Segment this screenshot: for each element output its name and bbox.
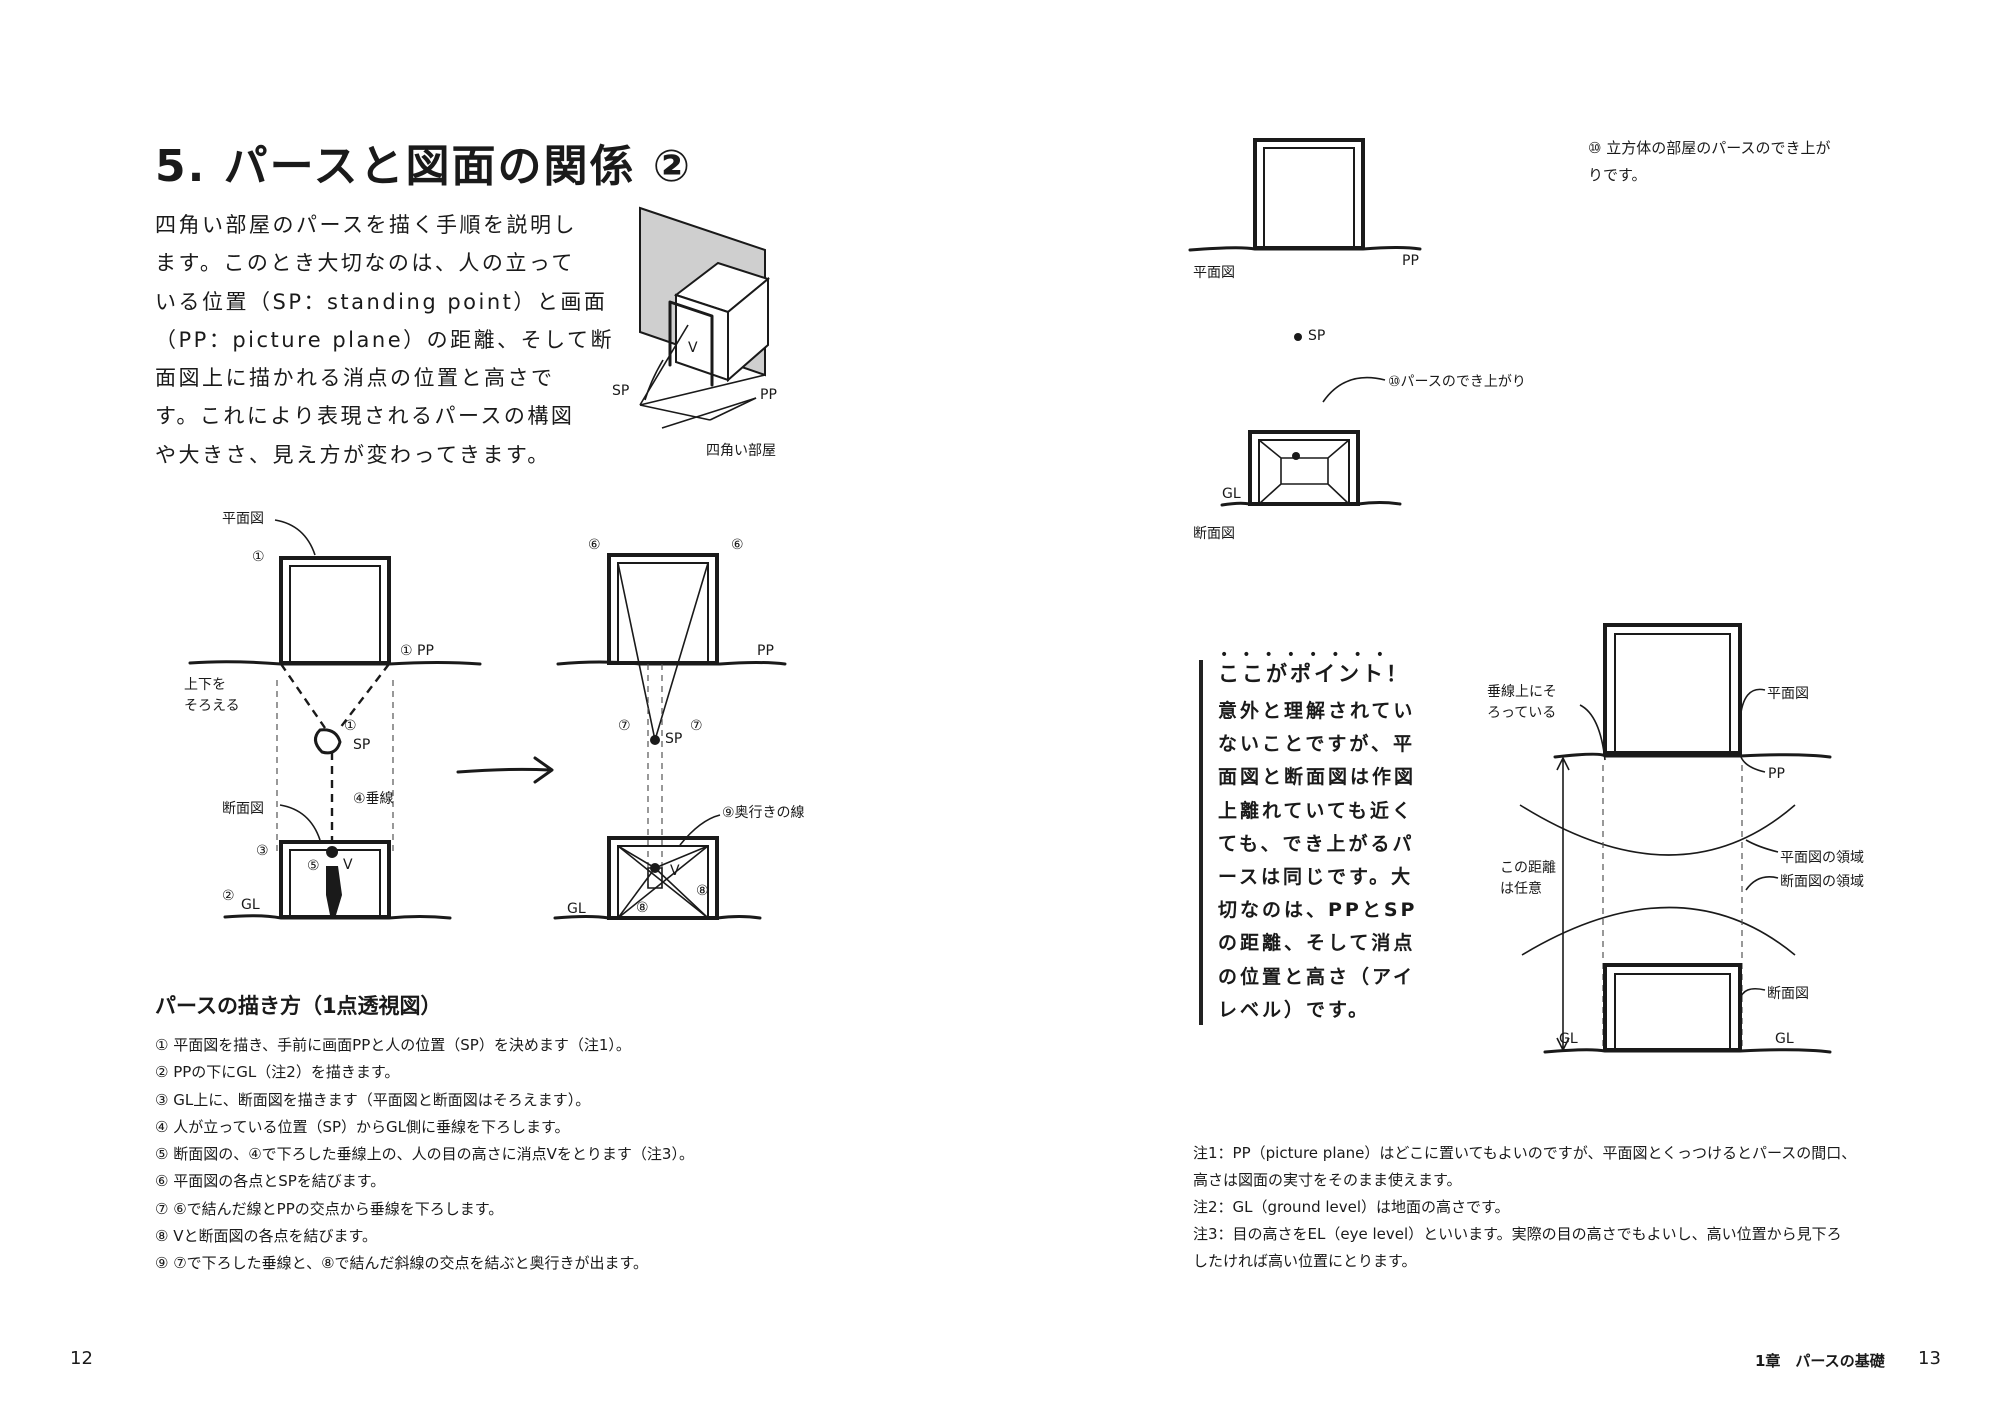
fig3-caption: ⑩ 立方体の部屋のパースのでき上が りです。: [1588, 135, 1830, 189]
room-pp-label: PP: [760, 387, 777, 403]
fig1-v-label: V: [343, 857, 353, 873]
room-v-label: V: [688, 340, 698, 356]
fig2-sp-label: SP: [665, 731, 683, 747]
fig1-plan-label: 平面図: [222, 511, 264, 527]
steps-list: ① 平面図を描き、手前に画面PPと人の位置（SP）を決めます（注1）。 ② PP…: [155, 1032, 694, 1278]
step-item: ③ GL上に、断面図を描きます（平面図と断面図はそろえます）。: [155, 1090, 591, 1109]
point-line: 切なのは、PPとSP: [1218, 899, 1418, 922]
fig4-aligned-label: 垂線上にそ ろっている: [1487, 684, 1557, 721]
footnote-line: 注2：GL（ground level）は地面の高さです。: [1193, 1198, 1510, 1216]
fig1-sp-num: ①: [344, 718, 357, 734]
fig1-num1: ①: [252, 549, 265, 565]
intro-line: す。これにより表現されるパースの構図: [155, 404, 575, 429]
footnote-line: 注3：目の高さをEL（eye level）といいます。実際の目の高さでもよいし、…: [1193, 1225, 1842, 1243]
fig4-gl-left: GL: [1559, 1031, 1578, 1047]
point-line: レベル）です。: [1218, 998, 1371, 1021]
fig3-sp-label: SP: [1308, 328, 1326, 344]
point-line: の位置と高さ（アイ: [1218, 965, 1416, 988]
fig2-num8-bottom: ⑧: [636, 900, 649, 916]
figure-2-drawing: [553, 553, 787, 920]
fig2-num6-right: ⑥: [731, 537, 744, 553]
step-item: ⑥ 平面図の各点とSPを結びます。: [155, 1172, 386, 1191]
page-number-left: 12: [70, 1348, 93, 1369]
fig1-align-label: 上下を そろえる: [184, 677, 240, 714]
fig3-gl-label: GL: [1222, 486, 1241, 502]
fig1-gl-label: GL: [241, 897, 260, 913]
fig4-section-area-label: 断面図の領域: [1780, 874, 1864, 890]
fig1-v-num: ⑤: [307, 858, 320, 874]
fig2-num7-right: ⑦: [690, 718, 703, 734]
fig1-pp-label: ① PP: [400, 643, 434, 659]
fig4-pp-label: PP: [1768, 766, 1785, 782]
step-item: ⑤ 断面図の、④で下ろした垂線上の、人の目の高さに消点Vをとります（注3）。: [155, 1145, 694, 1164]
point-sidebar-rule: [1199, 660, 1203, 1025]
figure-1-drawing: [188, 519, 482, 920]
step-item: ⑦ ⑥で結んだ線とPPの交点から垂線を下ろします。: [155, 1199, 504, 1218]
fig4-plan-area-label: 平面図の領域: [1780, 850, 1864, 866]
page-number-right: 13: [1918, 1348, 1941, 1369]
fig2-gl-label: GL: [567, 901, 586, 917]
room-caption: 四角い部屋: [706, 443, 776, 459]
figure-4-drawing: [1519, 623, 1832, 1054]
point-line: 上離れていても近く: [1218, 799, 1414, 822]
room-sp-label: SP: [612, 383, 630, 399]
intro-line: いる位置（SP：standing point）と画面: [155, 289, 608, 314]
step-item: ① 平面図を描き、手前に画面PPと人の位置（SP）を決めます（注1）。: [155, 1036, 631, 1054]
intro-line: （PP：picture plane）の距離、そして断: [155, 327, 614, 352]
fig1-sp-label: SP: [353, 737, 371, 753]
point-body: 意外と理解されてい ないことですが、平 面図と断面図は作図 上離れていても近く …: [1218, 695, 1417, 1027]
footnotes: 注1：PP（picture plane）はどこに置いてもよいのですが、平面図とく…: [1193, 1140, 1856, 1275]
fig3-pp-label: PP: [1402, 253, 1419, 269]
point-line: ースは同じです。大: [1218, 866, 1414, 889]
step-item: ④ 人が立っている位置（SP）からGL側に垂線を下ろします。: [155, 1117, 570, 1136]
footer-chapter: 1章 パースの基礎: [1755, 1352, 1885, 1370]
fig1-num3: ③: [256, 843, 269, 859]
fig2-num7-left: ⑦: [618, 718, 631, 734]
point-heading: ここがポイント！: [1218, 662, 1410, 686]
intro-line: や大きさ、見え方が変わってきます。: [155, 442, 551, 467]
point-line: ても、でき上がるパ: [1218, 832, 1415, 855]
fig1-num2: ②: [222, 888, 235, 904]
footnote-line: 注1：PP（picture plane）はどこに置いてもよいのですが、平面図とく…: [1193, 1144, 1857, 1162]
point-line: ないことですが、平: [1218, 733, 1416, 756]
fig4-distance-label: この距離 は任意: [1500, 860, 1556, 897]
fig2-num8-right: ⑧: [696, 883, 709, 899]
point-line: 面図と断面図は作図: [1218, 766, 1417, 789]
intro-line: ます。このとき大切なのは、人の立って: [155, 251, 575, 276]
fig4-gl-right: GL: [1775, 1031, 1794, 1047]
fig3-section-label: 断面図: [1193, 526, 1235, 542]
fig2-depth-label: ⑨奥行きの線: [722, 805, 805, 821]
intro-line: 面図上に描かれる消点の位置と高さで: [155, 366, 555, 391]
room-sketch-figure: [639, 206, 771, 429]
fig4-section-label: 断面図: [1767, 986, 1809, 1002]
caption-line: りです。: [1588, 166, 1647, 184]
point-heading-dots: ••••••••: [1220, 647, 1399, 663]
fig3-plan-label: 平面図: [1193, 265, 1235, 281]
fig2-pp-label: PP: [757, 643, 774, 659]
step-item: ⑧ Vと断面図の各点を結びます。: [155, 1227, 377, 1246]
figure-3-drawing: [1188, 138, 1422, 507]
fig2-v-label: V: [670, 863, 680, 879]
fig3-result-label: ⑩パースのでき上がり: [1388, 374, 1526, 390]
step-item: ⑨ ⑦で下ろした垂線と、⑧で結んだ斜線の交点を結ぶと奥行きが出ます。: [155, 1254, 649, 1273]
arrow-right: [456, 756, 554, 784]
step-item: ② PPの下にGL（注2）を描きます。: [155, 1063, 400, 1082]
steps-heading: パースの描き方（1点透視図）: [155, 994, 442, 1018]
fig1-vertical-label: ④垂線: [353, 791, 394, 807]
intro-line: 四角い部屋のパースを描く手順を説明し: [155, 213, 577, 237]
fig1-section-label: 断面図: [222, 801, 264, 817]
footnote-line: したければ高い位置にとります。: [1193, 1252, 1417, 1270]
footnote-line: 高さは図面の実寸をそのまま使えます。: [1193, 1171, 1462, 1189]
caption-line: ⑩ 立方体の部屋のパースのでき上が: [1588, 139, 1831, 157]
point-line: 意外と理解されてい: [1218, 700, 1416, 722]
page-title: 5. パースと図面の関係 ②: [155, 141, 693, 192]
point-line: の距離、そして消点: [1218, 932, 1416, 955]
fig2-num6-left: ⑥: [588, 537, 601, 553]
fig4-plan-label: 平面図: [1767, 686, 1809, 702]
intro-paragraph: 四角い部屋のパースを描く手順を説明し ます。このとき大切なのは、人の立って いる…: [155, 206, 614, 474]
